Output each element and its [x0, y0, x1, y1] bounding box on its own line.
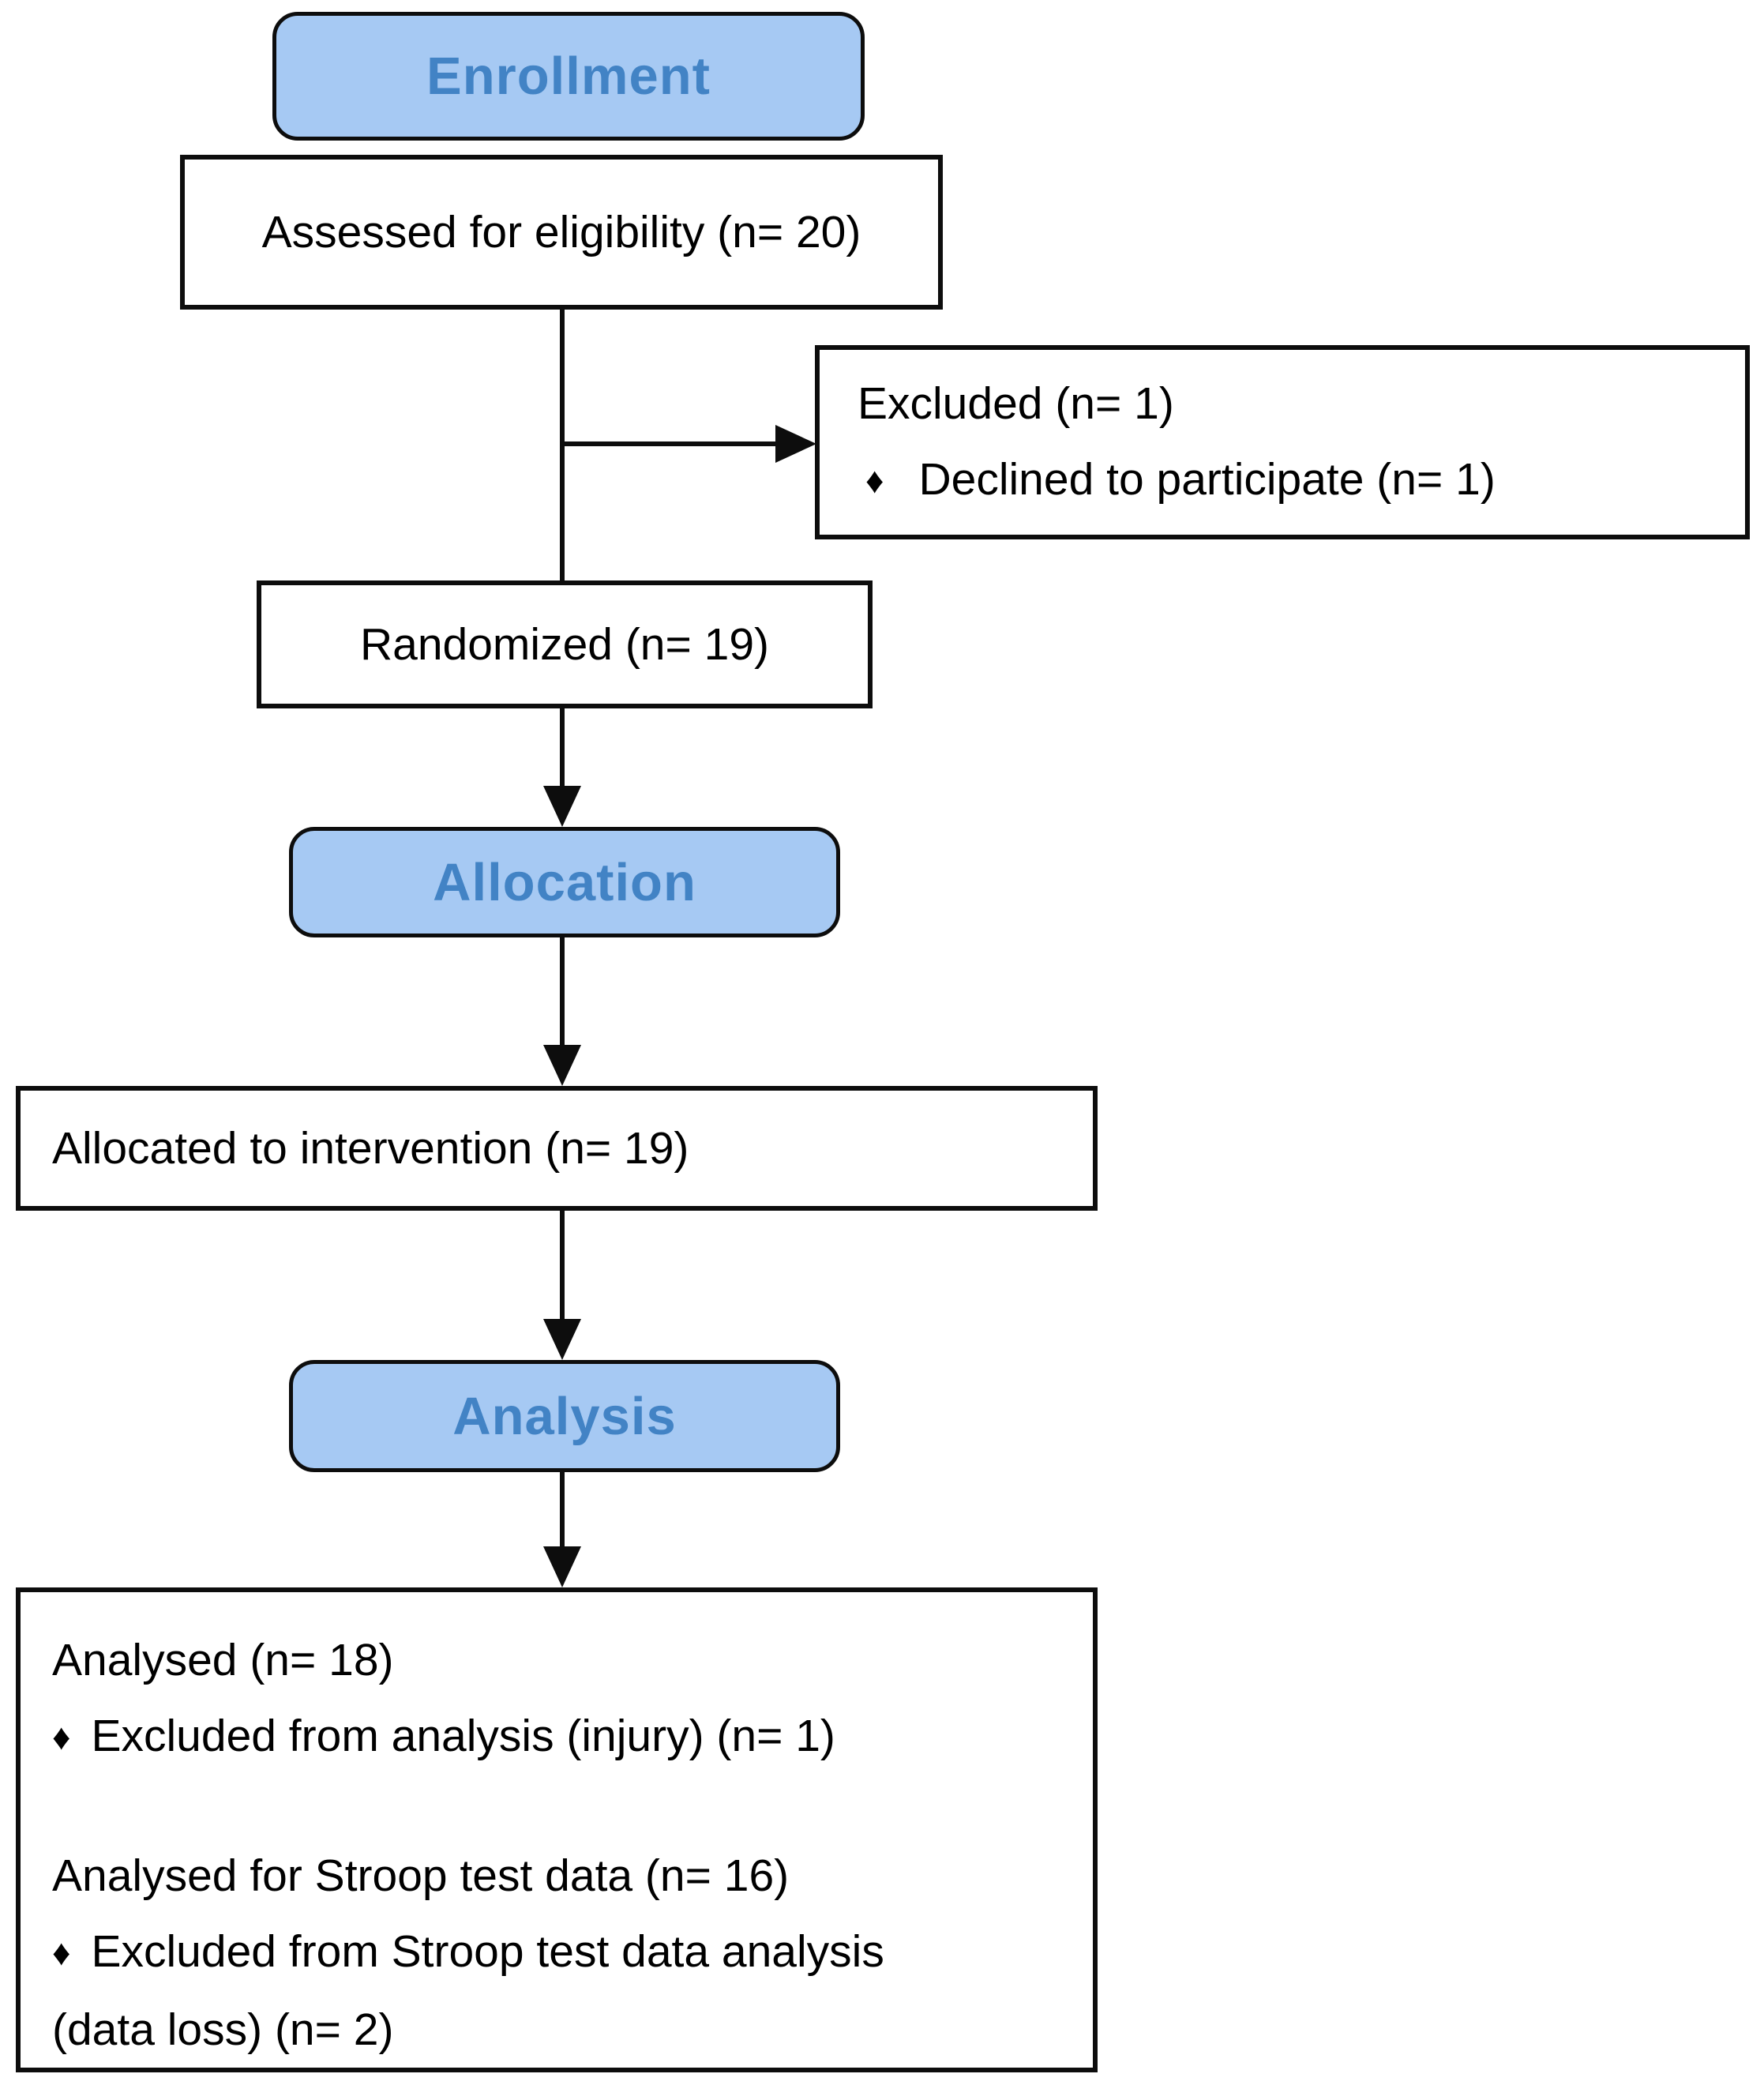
analysis-stage-label: Analysis — [452, 1386, 677, 1446]
analysed-bullet1-row: ♦ Excluded from analysis (injury) (n= 1) — [52, 1698, 1093, 1776]
enrollment-stage-box: Enrollment — [272, 12, 865, 141]
enrollment-stage-label: Enrollment — [426, 47, 711, 106]
analysed-line1: Analysed (n= 18) — [52, 1635, 394, 1685]
connector-allocated-to-analysis — [560, 1211, 565, 1320]
connector-analysis-to-final — [560, 1472, 565, 1548]
analysed-bullet2-text: Excluded from Stroop test data analysis — [91, 1926, 884, 1977]
excluded-reason-row: ♦ Declined to participate (n= 1) — [858, 441, 1745, 520]
diamond-bullet-icon: ♦ — [52, 1716, 71, 1757]
assessed-for-eligibility-box: Assessed for eligibility (n= 20) — [180, 155, 943, 310]
analysis-stage-box: Analysis — [289, 1360, 840, 1472]
excluded-box: Excluded (n= 1) ♦ Declined to participat… — [815, 345, 1750, 539]
assessed-text: Assessed for eligibility (n= 20) — [261, 207, 861, 257]
analysed-bullet2-row: ♦ Excluded from Stroop test data analysi… — [52, 1914, 1093, 1992]
connector-allocation-to-allocated — [560, 937, 565, 1046]
randomized-box: Randomized (n= 19) — [257, 580, 873, 708]
allocated-arrowhead-icon — [543, 1045, 581, 1086]
allocated-text: Allocated to intervention (n= 19) — [52, 1123, 689, 1174]
connector-branch-to-excluded — [562, 441, 777, 446]
analysed-bullet2-continuation: (data loss) (n= 2) — [52, 2004, 394, 2055]
allocation-stage-box: Allocation — [289, 827, 840, 937]
excluded-arrowhead-icon — [775, 425, 816, 463]
analysed-bullet1-text: Excluded from analysis (injury) (n= 1) — [91, 1711, 835, 1761]
connector-randomized-to-allocation — [560, 708, 565, 787]
diamond-bullet-icon: ♦ — [865, 459, 884, 501]
analysed-line2: Analysed for Stroop test data (n= 16) — [52, 1850, 790, 1901]
analysed-box: Analysed (n= 18) ♦ Excluded from analysi… — [16, 1587, 1098, 2072]
excluded-reason-text: Declined to participate (n= 1) — [918, 453, 1496, 505]
analysis-arrowhead-icon — [543, 1319, 581, 1360]
blank-line-spacer — [52, 1776, 1093, 1838]
randomized-text: Randomized (n= 19) — [359, 619, 770, 670]
diamond-bullet-icon: ♦ — [52, 1932, 71, 1973]
excluded-title: Excluded (n= 1) — [858, 378, 1174, 429]
final-arrowhead-icon — [543, 1546, 581, 1587]
allocation-stage-label: Allocation — [433, 852, 696, 912]
allocation-arrowhead-icon — [543, 786, 581, 827]
allocated-box: Allocated to intervention (n= 19) — [16, 1086, 1098, 1211]
